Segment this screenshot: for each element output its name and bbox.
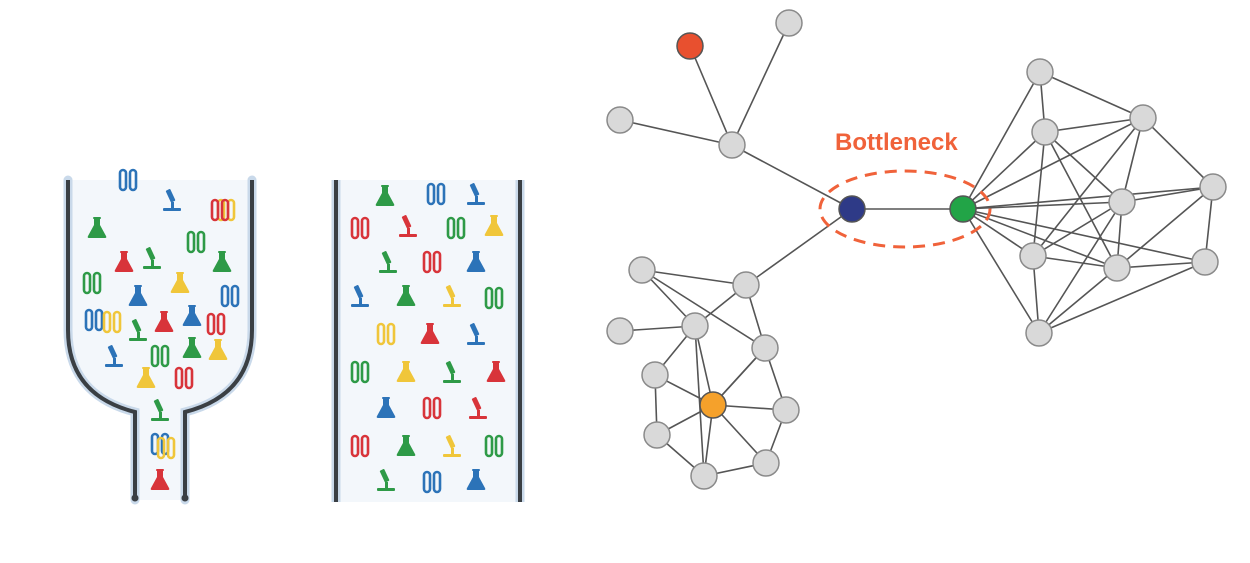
graph-edge xyxy=(962,208,1040,334)
network-graph: Bottleneck xyxy=(606,9,1227,490)
graph-edge xyxy=(731,22,790,146)
graph-edge xyxy=(619,119,733,146)
graph-edge xyxy=(1044,117,1144,133)
graph-edge xyxy=(1116,261,1206,269)
graph-edge xyxy=(962,208,1034,257)
graph-node xyxy=(775,9,803,37)
graph-edge xyxy=(1032,201,1123,257)
graph-edge xyxy=(694,325,705,477)
graph-edge xyxy=(1032,117,1144,257)
graph-node xyxy=(606,317,634,345)
graph-node xyxy=(1026,58,1054,86)
graph-node xyxy=(1199,173,1227,201)
graph-edge xyxy=(962,201,1123,210)
graph-node xyxy=(628,256,656,284)
graph-edge xyxy=(1116,186,1214,269)
graph-edge xyxy=(962,186,1214,210)
graph-edge xyxy=(1032,255,1118,269)
graph-edge xyxy=(745,208,853,286)
graph-edge xyxy=(1044,131,1118,269)
graph-node xyxy=(1019,242,1047,270)
graph-edge xyxy=(962,131,1046,210)
graph-edge xyxy=(1121,117,1144,203)
graph-edge xyxy=(962,117,1144,210)
bottle-fill xyxy=(68,180,252,500)
graph-edge xyxy=(641,269,766,349)
graph-edge xyxy=(1038,201,1123,334)
graph-node xyxy=(1025,319,1053,347)
graph-edge xyxy=(1039,71,1144,119)
graph-node xyxy=(772,396,800,424)
graph-edge xyxy=(1038,267,1118,334)
graph-node xyxy=(732,271,760,299)
orange-node xyxy=(699,391,727,419)
graph-edge xyxy=(1032,131,1046,257)
graph-node xyxy=(1103,254,1131,282)
graph-node xyxy=(643,421,671,449)
graph-node xyxy=(751,334,779,362)
graph-node xyxy=(718,131,746,159)
graph-edge xyxy=(641,269,747,286)
bottleneck-highlight xyxy=(818,169,992,249)
graph-edge xyxy=(1038,261,1206,334)
graph-edge xyxy=(731,144,853,210)
graph-node xyxy=(1031,118,1059,146)
graph-nodes xyxy=(606,9,1227,490)
blue-node xyxy=(838,195,866,223)
red-node xyxy=(676,32,704,60)
graph-node xyxy=(641,361,669,389)
tube-container xyxy=(331,180,525,502)
graph-node xyxy=(752,449,780,477)
graph-node xyxy=(1108,188,1136,216)
graph-node xyxy=(1191,248,1219,276)
graph-edge xyxy=(689,45,733,146)
graph-edge xyxy=(962,71,1041,210)
graph-node xyxy=(690,462,718,490)
graph-edge xyxy=(962,208,1206,263)
graph-node xyxy=(681,312,709,340)
graph-node xyxy=(606,106,634,134)
bottleneck-label: Bottleneck xyxy=(835,129,958,156)
graph-edge xyxy=(1044,131,1123,203)
green-node xyxy=(949,195,977,223)
graph-edge xyxy=(1142,117,1214,188)
graph-edge xyxy=(1121,186,1214,203)
graph-node xyxy=(1129,104,1157,132)
bottle-container xyxy=(63,168,257,505)
